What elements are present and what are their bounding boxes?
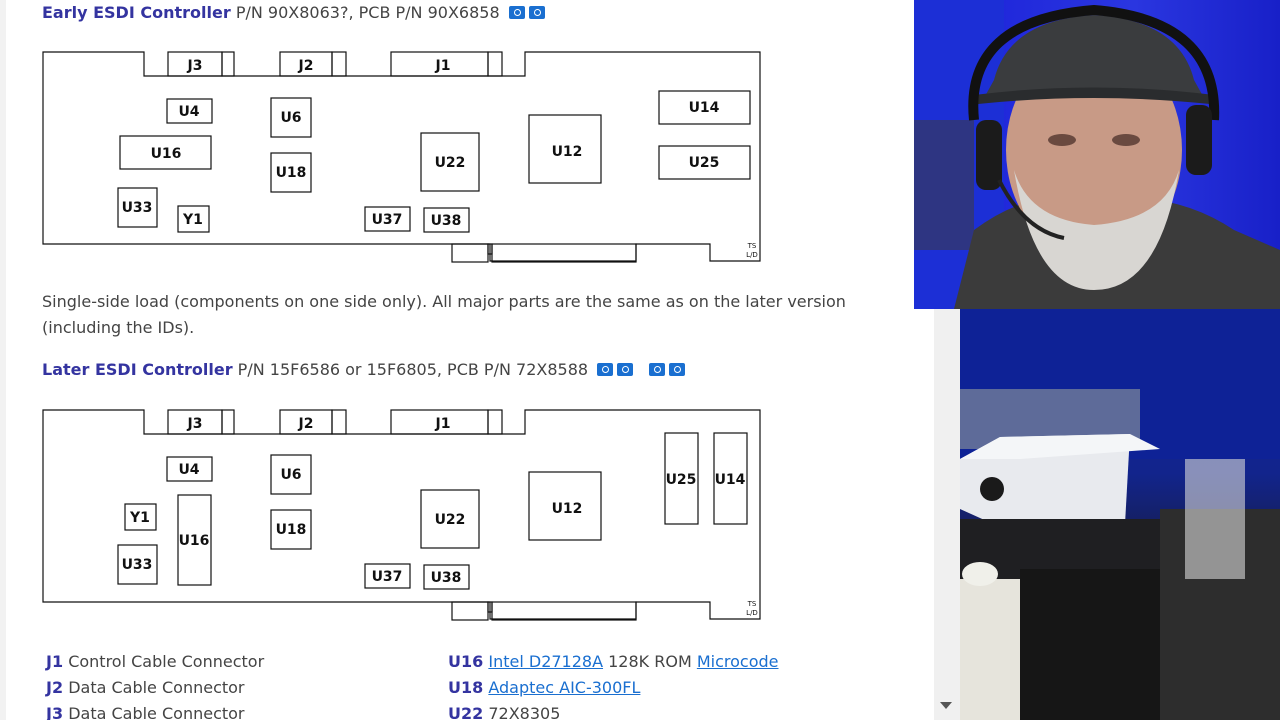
chip-y1-label: Y1 [182,212,203,228]
legend-item-u18: U18 Adaptec AIC-300FL [448,678,640,697]
chip-u22-label: U22 [435,512,466,528]
chip-j2-label: J2 [298,58,314,74]
camera-icon[interactable] [669,363,686,376]
chip-u18-label: U18 [276,165,307,181]
camera-icon[interactable] [597,363,614,376]
board-tag-top: TS [747,242,757,250]
legend-item-j2: J2 Data Cable Connector [46,678,245,697]
legend-text: 72X8305 [488,704,561,720]
early-board-diagram: J3 J2 J1 U4 U6 U16 U18 U22 U12 U14 U25 U… [40,48,770,270]
early-controller-pn: P/N 90X8063?, PCB P/N 90X6858 [235,3,500,22]
intel-d27128a-link[interactable]: Intel D27128A [488,652,604,671]
chip-y1-label: Y1 [129,510,150,526]
early-controller-heading: Early ESDI Controller P/N 90X8063?, PCB … [42,3,545,22]
chip-u4-label: U4 [178,462,199,478]
chip-u6-label: U6 [280,110,301,126]
chip-u25-label: U25 [689,155,720,171]
chip-u14-label: U14 [689,100,720,116]
chip-j1-label: J1 [435,58,451,74]
board-tag-top: TS [747,600,757,608]
legend-id: J3 [46,704,64,720]
legend-id: U16 [448,652,484,671]
chip-u16-label: U16 [179,533,210,549]
left-margin [0,0,6,720]
legend-item-j3: J3 Data Cable Connector [46,704,245,720]
chip-u4-label: U4 [178,104,199,120]
board-tag-bottom: L/D [746,609,758,617]
later-controller-pn: P/N 15F6586 or 15F6805, PCB P/N 72X8588 [237,360,589,379]
legend-id: J1 [46,652,64,671]
chip-u25-label: U25 [666,472,697,488]
legend-text: 128K ROM [608,652,692,671]
legend-text: Data Cable Connector [68,704,245,720]
legend-text: Control Cable Connector [68,652,265,671]
chip-j3-label: J3 [187,58,203,74]
microcode-link[interactable]: Microcode [696,652,779,671]
scroll-down-arrow-icon[interactable] [940,702,952,709]
chip-u16-label: U16 [151,146,182,162]
chip-u14-label: U14 [715,472,746,488]
chip-u37-label: U37 [372,569,403,585]
chip-u12-label: U12 [552,501,583,517]
webcam-hardware-video [960,309,1280,720]
early-controller-title: Early ESDI Controller [42,3,231,22]
chip-u38-label: U38 [431,213,462,229]
chip-j3-label: J3 [187,416,203,432]
chip-u12-label: U12 [552,144,583,160]
camera-icon[interactable] [508,6,525,19]
legend-id: J2 [46,678,64,697]
chip-u37-label: U37 [372,212,403,228]
legend-item-j1: J1 Control Cable Connector [46,652,264,671]
adaptec-aic-300fl-link[interactable]: Adaptec AIC-300FL [488,678,641,697]
chip-u33-label: U33 [122,557,153,573]
chip-u38-label: U38 [431,570,462,586]
legend-id: U18 [448,678,484,697]
later-board-diagram: J3 J2 J1 U4 U6 Y1 U16 U18 U22 U12 U25 U1… [40,406,770,628]
camera-icon[interactable] [617,363,634,376]
legend-id: U22 [448,704,484,720]
chip-j2-label: J2 [298,416,314,432]
later-controller-heading: Later ESDI Controller P/N 15F6586 or 15F… [42,360,686,379]
later-controller-title: Later ESDI Controller [42,360,233,379]
camera-icon[interactable] [649,363,666,376]
web-page: Early ESDI Controller P/N 90X8063?, PCB … [0,0,846,720]
chip-u6-label: U6 [280,467,301,483]
chip-u18-label: U18 [276,522,307,538]
chip-u22-label: U22 [435,155,466,171]
description-paragraph: Single-side load (components on one side… [42,292,846,337]
legend-text: Data Cable Connector [68,678,245,697]
board-tag-bottom: L/D [746,251,758,259]
chip-j1-label: J1 [435,416,451,432]
chip-u33-label: U33 [122,200,153,216]
legend-item-u22: U22 72X8305 [448,704,560,720]
legend-item-u16: U16 Intel D27128A 128K ROM Microcode [448,652,779,671]
camera-icon[interactable] [528,6,545,19]
webcam-presenter-video [914,0,1280,309]
